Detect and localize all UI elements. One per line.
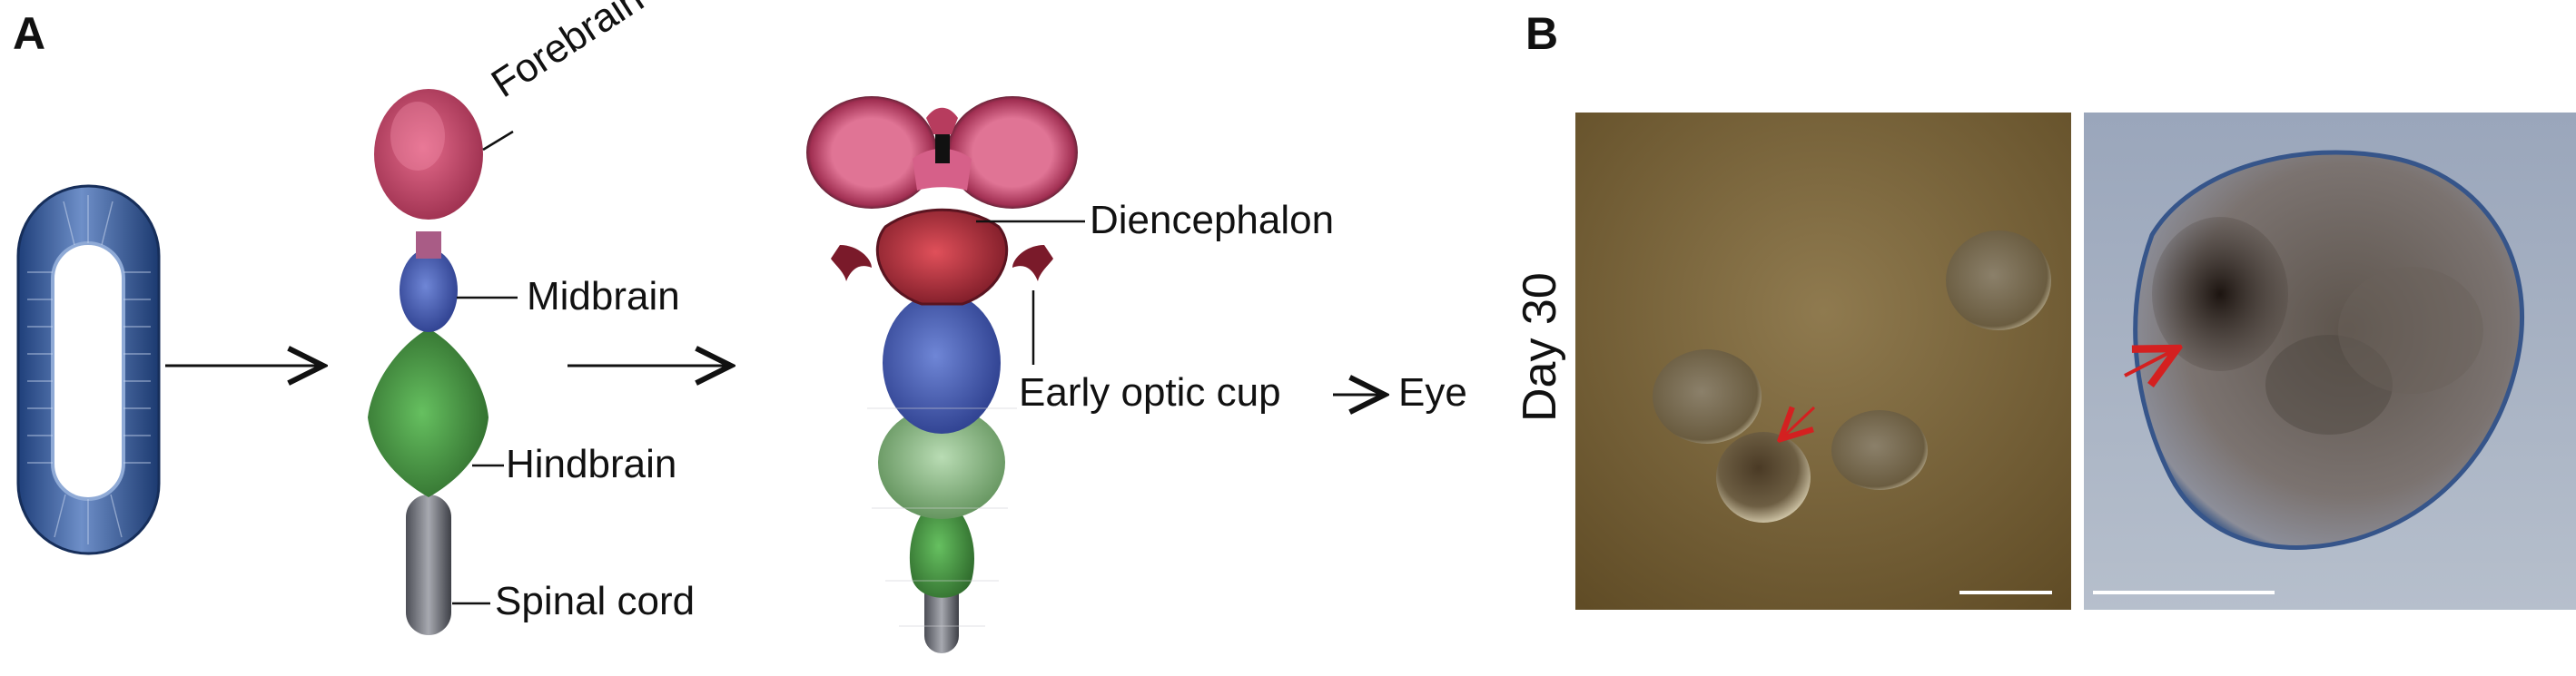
organoid-3 xyxy=(1716,432,1811,523)
eye-label: Eye xyxy=(1398,370,1467,415)
organoid-1 xyxy=(1946,230,2051,330)
red-arrow-high-mag xyxy=(2124,348,2177,376)
organoid-2 xyxy=(1653,349,1762,444)
leader-lines-three-vesicle xyxy=(452,130,518,605)
midbrain-label: Midbrain xyxy=(527,274,680,318)
organoids-low-magnification-photo xyxy=(1575,113,2071,610)
organoid-4 xyxy=(1831,410,1928,490)
five-vesicle-brain xyxy=(806,96,1078,653)
day-label: Day 30 xyxy=(1514,272,1566,422)
panel-letter-a: A xyxy=(13,8,46,59)
three-vesicle-brain xyxy=(368,89,489,635)
diencephalon-label: Diencephalon xyxy=(1090,198,1335,242)
red-arrow-low-mag xyxy=(1781,407,1816,439)
scale-bar-low-mag xyxy=(1959,591,2052,594)
large-organoid xyxy=(2133,150,2524,550)
scale-bar-high-mag xyxy=(2093,591,2275,594)
organoid-high-magnification-photo xyxy=(2084,113,2576,610)
hindbrain-label: Hindbrain xyxy=(506,442,677,486)
panel-letter-b: B xyxy=(1525,8,1559,59)
spinal-cord-label: Spinal cord xyxy=(495,579,696,623)
leader-lines-five-vesicle xyxy=(976,220,1085,365)
early-optic-cup-label: Early optic cup xyxy=(1019,370,1281,415)
neural-tube xyxy=(16,184,161,555)
